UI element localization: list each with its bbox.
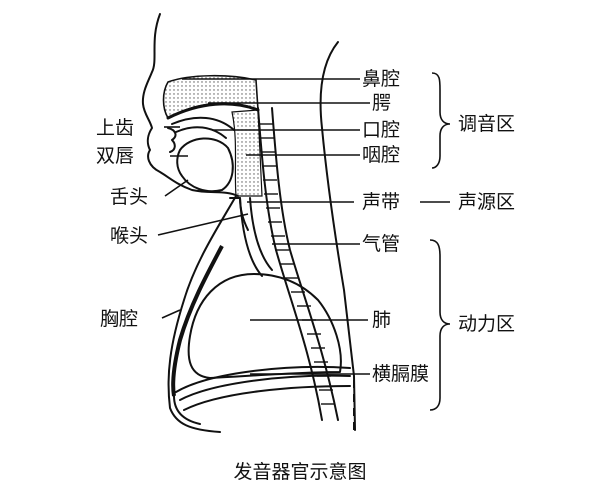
label-trachea: 气管 (362, 233, 400, 255)
power-bracket (429, 239, 451, 411)
leader-lines-right (182, 78, 370, 375)
label-nasal-cavity: 鼻腔 (362, 68, 400, 90)
region-articulation: 调音区 (458, 113, 515, 135)
abdomen-line (173, 395, 201, 425)
chest-wall (167, 195, 237, 433)
label-lips: 双唇 (96, 145, 134, 167)
back-of-head-outline (319, 41, 356, 431)
leader-lines-left (157, 126, 249, 319)
label-palate: 腭 (372, 92, 391, 114)
lips-shape (167, 127, 177, 153)
larynx-shape (229, 197, 249, 231)
label-tongue: 舌头 (110, 186, 148, 208)
label-vocal-cords: 声带 (362, 191, 400, 213)
label-larynx: 喉头 (110, 225, 148, 247)
articulation-bracket (431, 72, 451, 169)
spine-vertebrae (259, 123, 335, 405)
chest-wall-thick (171, 245, 224, 397)
pharynx-shape (231, 109, 263, 197)
palate-shape (166, 102, 260, 120)
tongue-shape (176, 137, 234, 193)
label-pharynx: 咽腔 (362, 144, 400, 166)
oral-cavity-outline (171, 116, 235, 139)
region-source: 声源区 (458, 191, 515, 213)
region-power: 动力区 (458, 313, 515, 335)
spine-back (271, 107, 339, 421)
label-chest-cavity: 胸腔 (100, 308, 138, 330)
label-upper-teeth: 上齿 (96, 117, 134, 139)
label-oral-cavity: 口腔 (362, 119, 400, 141)
label-lungs: 肺 (372, 309, 391, 331)
face-profile (141, 13, 239, 197)
diaphragm-shape (175, 366, 351, 411)
diagram-caption: 发音器官示意图 (233, 461, 366, 483)
label-diaphragm: 横膈膜 (372, 363, 429, 385)
